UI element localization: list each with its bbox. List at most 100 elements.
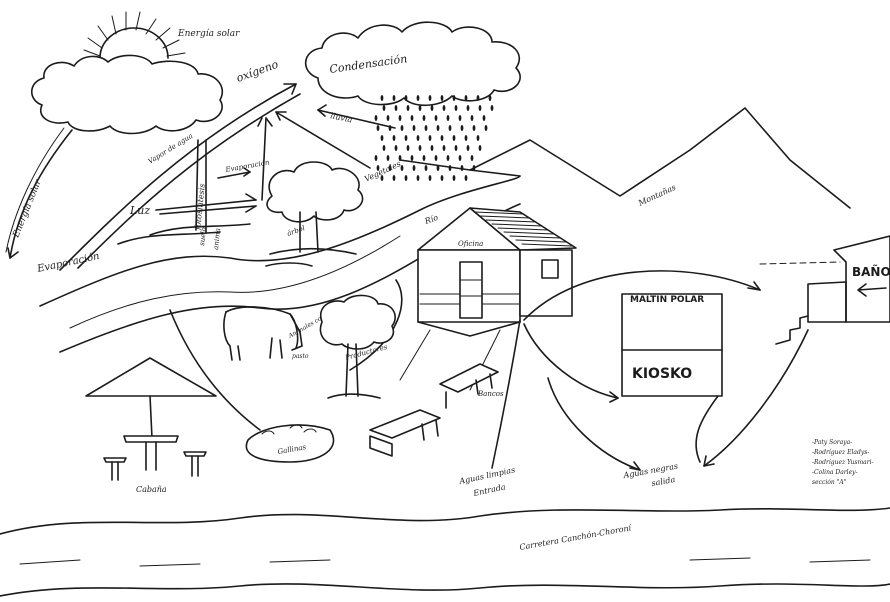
gallinas-arrow <box>170 310 260 430</box>
rain-drop <box>405 175 408 181</box>
rain-drop <box>425 165 428 171</box>
rain-drop <box>383 145 386 151</box>
rain-drop <box>477 135 480 141</box>
rain-drop <box>429 135 432 141</box>
rain-drop <box>405 135 408 141</box>
anima-label: anima <box>212 228 222 250</box>
rain-drop <box>459 155 462 161</box>
banos-building: BAÑOS <box>776 236 890 344</box>
rain-drop <box>381 95 384 101</box>
rain-drop <box>431 145 434 151</box>
rain-drop <box>423 115 426 121</box>
rain-drop <box>425 125 428 131</box>
credit-line: sección "A" <box>812 479 847 486</box>
rain-drop <box>435 115 438 121</box>
rain-drop <box>399 115 402 121</box>
rain-drop <box>393 175 396 181</box>
rain-drop <box>453 95 456 101</box>
credit-line: -Rodríguez Eladys- <box>812 449 869 456</box>
rain-drop <box>489 95 492 101</box>
rain-drop <box>483 115 486 121</box>
rain-drop <box>465 95 468 101</box>
rio-label: Río <box>423 213 440 226</box>
oxigeno-label: oxígeno <box>235 58 281 85</box>
rain-drop <box>387 155 390 161</box>
aguas-limpias-label: Aguas limpias <box>458 465 516 486</box>
rain-drop <box>401 125 404 131</box>
rain-drop <box>455 105 458 111</box>
bench-lower <box>370 410 440 456</box>
rain-drop <box>413 165 416 171</box>
rain-drop <box>465 135 468 141</box>
rain-drop <box>459 115 462 121</box>
vapor-agua-label: Vapor de agua <box>147 132 195 166</box>
rain-drop <box>491 105 494 111</box>
rain-drop <box>417 175 420 181</box>
energia-solar-label: Energía solar <box>177 28 240 39</box>
arbol-label: árbol <box>286 224 306 238</box>
rain-drop <box>377 125 380 131</box>
rain-drop <box>467 105 470 111</box>
oficina-label: Oficina <box>458 240 483 248</box>
fotosintesis-label: fotosíntesis <box>193 183 207 231</box>
rain-drop <box>437 125 440 131</box>
rain-drop <box>383 105 386 111</box>
credits-block: -Paty Soraya- -Rodríguez Eladys- -Rodrígue… <box>812 439 874 486</box>
rain-drop <box>429 175 432 181</box>
pasto-label: pasto <box>292 353 309 360</box>
rain-drop <box>441 175 444 181</box>
rain-drop <box>449 125 452 131</box>
rain-drop <box>447 115 450 121</box>
credit-line: -Rodríguez Yusmari- <box>812 459 874 466</box>
rain-drop <box>411 115 414 121</box>
rain-drop <box>453 175 456 181</box>
rain-drop <box>471 155 474 161</box>
credit-line: -Colina Darley- <box>812 469 858 476</box>
rain-drop <box>473 125 476 131</box>
rain-drop <box>413 125 416 131</box>
cabana-umbrella <box>86 358 216 480</box>
tree-upper <box>267 162 363 254</box>
rain-drop <box>423 155 426 161</box>
rain-drop <box>453 135 456 141</box>
fence-line <box>760 262 840 264</box>
bancos-label: Bancos <box>477 390 504 398</box>
rain-drop <box>471 115 474 121</box>
entrada-label: Entrada <box>472 482 507 498</box>
rain-drop <box>441 135 444 141</box>
carretera-label: Carretera Canchón-Choroní <box>519 523 633 552</box>
sun-icon <box>84 12 185 58</box>
rain-drop <box>477 95 480 101</box>
rain-drop <box>419 105 422 111</box>
rain-drop <box>375 115 378 121</box>
luz-label: Luz <box>129 204 150 217</box>
rain-drop <box>479 145 482 151</box>
credit-line: -Paty Soraya- <box>812 439 852 446</box>
gallinas-label: Gallinas <box>277 443 307 456</box>
rain-drop <box>381 135 384 141</box>
rain-drop <box>395 105 398 111</box>
suelo-label: suelo <box>198 227 208 246</box>
rain-drop <box>393 95 396 101</box>
rain-drop <box>435 155 438 161</box>
rain-drop <box>479 105 482 111</box>
energia-solar-vertical-label: Energía solar <box>10 177 44 240</box>
rain-drop <box>443 145 446 151</box>
rain-drop <box>485 125 488 131</box>
rain-drop <box>407 145 410 151</box>
lluvia-label: lluvia <box>330 111 354 124</box>
cabana-label: Cabaña <box>136 485 167 494</box>
banos-text: BAÑOS <box>852 264 890 279</box>
kiosko-text: KIOSKO <box>632 366 692 382</box>
rain-drop <box>455 145 458 151</box>
office-building <box>418 208 576 336</box>
rain-drop <box>405 95 408 101</box>
rain-drop <box>419 145 422 151</box>
rain-drop <box>443 105 446 111</box>
rain-drop <box>395 145 398 151</box>
rain-drop <box>465 175 468 181</box>
bench-upper <box>440 364 498 408</box>
ground-lines <box>266 263 312 266</box>
rain-drop <box>411 155 414 161</box>
